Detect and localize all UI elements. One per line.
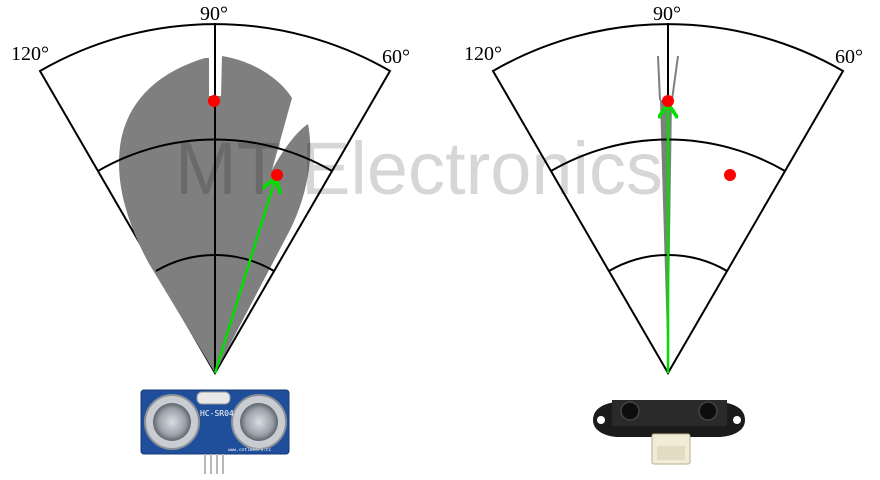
angle-label-60: 60° [835, 46, 863, 68]
sensor-url-label: www.cntlmeers.cc [228, 447, 272, 453]
infrared-beam-edge [671, 55, 679, 101]
angle-label-60: 60° [382, 46, 410, 68]
infrared-beam-edge [657, 55, 661, 101]
angle-label-90: 90° [200, 3, 228, 25]
watermark-text: MT Electronics [175, 127, 663, 210]
angle-label-120: 120° [11, 43, 49, 65]
target-dot [208, 95, 220, 107]
infrared-panel: 120° 90° 60° [464, 3, 863, 465]
target-dot [271, 169, 283, 181]
detection-arrow [213, 180, 275, 374]
ir-distance-sensor [593, 400, 745, 465]
ultrasonic-sensor: HC-SR04 www.cntlmeers.cc [140, 389, 290, 474]
angle-label-90: 90° [653, 3, 681, 25]
sensor-chip-label: HC-SR04 [200, 409, 234, 418]
target-dot [724, 169, 736, 181]
ultrasonic-panel: 120° 90° 60° HC-SR04 www.cntlmeers.cc [11, 3, 410, 474]
target-dot [662, 95, 674, 107]
angle-label-120: 120° [464, 43, 502, 65]
